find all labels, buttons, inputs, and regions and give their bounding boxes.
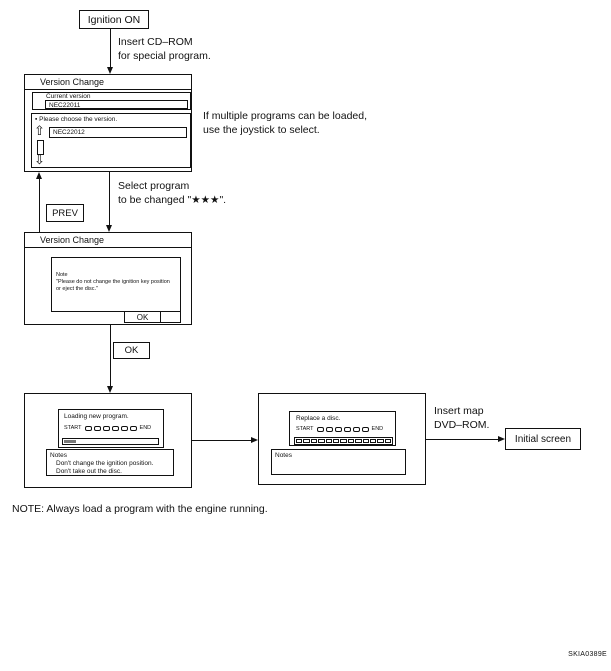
segmented-progress-bar bbox=[294, 437, 393, 445]
notes-line: Don't change the ignition position. bbox=[56, 460, 154, 467]
notes-line: Don't take out the disc. bbox=[56, 468, 122, 475]
insert-cd-annotation: Insert CD–ROM for special program. bbox=[118, 36, 211, 62]
arrow-screen3-to-screen4 bbox=[192, 440, 251, 441]
note-dialog: Note "Please do not change the ignition … bbox=[51, 257, 181, 312]
screen1-title: Version Change bbox=[25, 75, 191, 90]
arrow-ignition-to-screen1 bbox=[110, 29, 111, 67]
prev-button-node: PREV bbox=[46, 204, 84, 222]
arrowhead-up-icon bbox=[36, 172, 42, 179]
ok-label: OK bbox=[124, 345, 139, 356]
prev-label: PREV bbox=[52, 207, 78, 219]
engine-running-note: NOTE: Always load a program with the eng… bbox=[12, 503, 268, 515]
multi-program-annotation: If multiple programs can be loaded, use … bbox=[203, 110, 368, 136]
notes-title: Notes bbox=[50, 452, 67, 459]
scroll-up-icon: ⇧ bbox=[34, 123, 45, 138]
choose-version-label-row: ▪ Please choose the version. bbox=[35, 116, 117, 124]
progress-fill bbox=[64, 440, 76, 443]
arrowhead-right-icon bbox=[498, 436, 505, 442]
screen-version-note: Version Change Note "Please do not chang… bbox=[24, 232, 192, 325]
loading-message: Loading new program. bbox=[64, 413, 129, 420]
current-version-label: Current version bbox=[46, 93, 91, 100]
start-label: START bbox=[296, 426, 314, 432]
ignition-on-label: Ignition ON bbox=[87, 13, 141, 26]
note-dialog-text: Note "Please do not change the ignition … bbox=[56, 272, 170, 292]
progress-start-end-row: START END bbox=[296, 426, 383, 432]
choose-version-panel: ▪ Please choose the version. ⇧ NEC22012 … bbox=[31, 113, 191, 168]
dialog-ok-button: OK bbox=[124, 311, 161, 323]
initial-screen-label: Initial screen bbox=[514, 433, 572, 445]
replace-message: Replace a disc. bbox=[296, 415, 341, 422]
current-version-panel: Current version NEC22011 bbox=[32, 92, 191, 110]
ignition-on-node: Ignition ON bbox=[79, 10, 149, 29]
arrow-screen2-to-screen3 bbox=[110, 325, 111, 386]
arrowhead-down-icon bbox=[106, 225, 112, 232]
progress-bar bbox=[62, 438, 159, 445]
progress-segments bbox=[316, 426, 369, 432]
choose-version-label: Please choose the version. bbox=[39, 116, 118, 123]
scroll-down-icon: ⇩ bbox=[34, 152, 45, 167]
replace-notes-panel: Notes bbox=[271, 449, 406, 475]
insert-map-annotation: Insert map DVD–ROM. bbox=[434, 405, 490, 431]
notes-title: Notes bbox=[275, 452, 292, 459]
loading-notes-panel: Notes Don't change the ignition position… bbox=[46, 449, 174, 476]
arrowhead-down-icon bbox=[107, 67, 113, 74]
current-version-field: NEC22011 bbox=[45, 100, 188, 109]
arrow-screen4-to-initial bbox=[426, 439, 498, 440]
dialog-step-line bbox=[161, 322, 181, 323]
select-program-annotation: Select program to be changed "★★★". bbox=[118, 180, 227, 206]
arrow-screen2-to-screen1 bbox=[39, 179, 40, 232]
arrowhead-down-icon bbox=[107, 386, 113, 393]
choose-version-field: NEC22012 bbox=[49, 127, 187, 138]
ok-button-node: OK bbox=[113, 342, 150, 359]
dialog-step-line bbox=[180, 312, 181, 323]
start-label: START bbox=[64, 425, 82, 431]
screen-version-select: Version Change Current version NEC22011 … bbox=[24, 74, 192, 172]
replace-panel: Replace a disc. START END bbox=[289, 411, 396, 446]
end-label: END bbox=[139, 425, 152, 431]
progress-start-end-row: START END bbox=[64, 425, 151, 431]
screen-loading: Loading new program. START END Notes Don… bbox=[24, 393, 192, 488]
end-label: END bbox=[371, 426, 384, 432]
arrow-screen1-to-screen2 bbox=[109, 172, 110, 225]
scrollbar-shaft bbox=[37, 140, 44, 155]
figure-code: SKIA0389E bbox=[568, 651, 607, 658]
arrowhead-right-icon bbox=[251, 437, 258, 443]
progress-segments bbox=[84, 425, 137, 431]
initial-screen-node: Initial screen bbox=[505, 428, 581, 450]
screen2-title: Version Change bbox=[25, 233, 191, 248]
bullet-square-icon: ▪ bbox=[35, 116, 38, 123]
loading-panel: Loading new program. START END bbox=[58, 409, 164, 448]
screen-replace-disc: Replace a disc. START END Notes bbox=[258, 393, 426, 485]
